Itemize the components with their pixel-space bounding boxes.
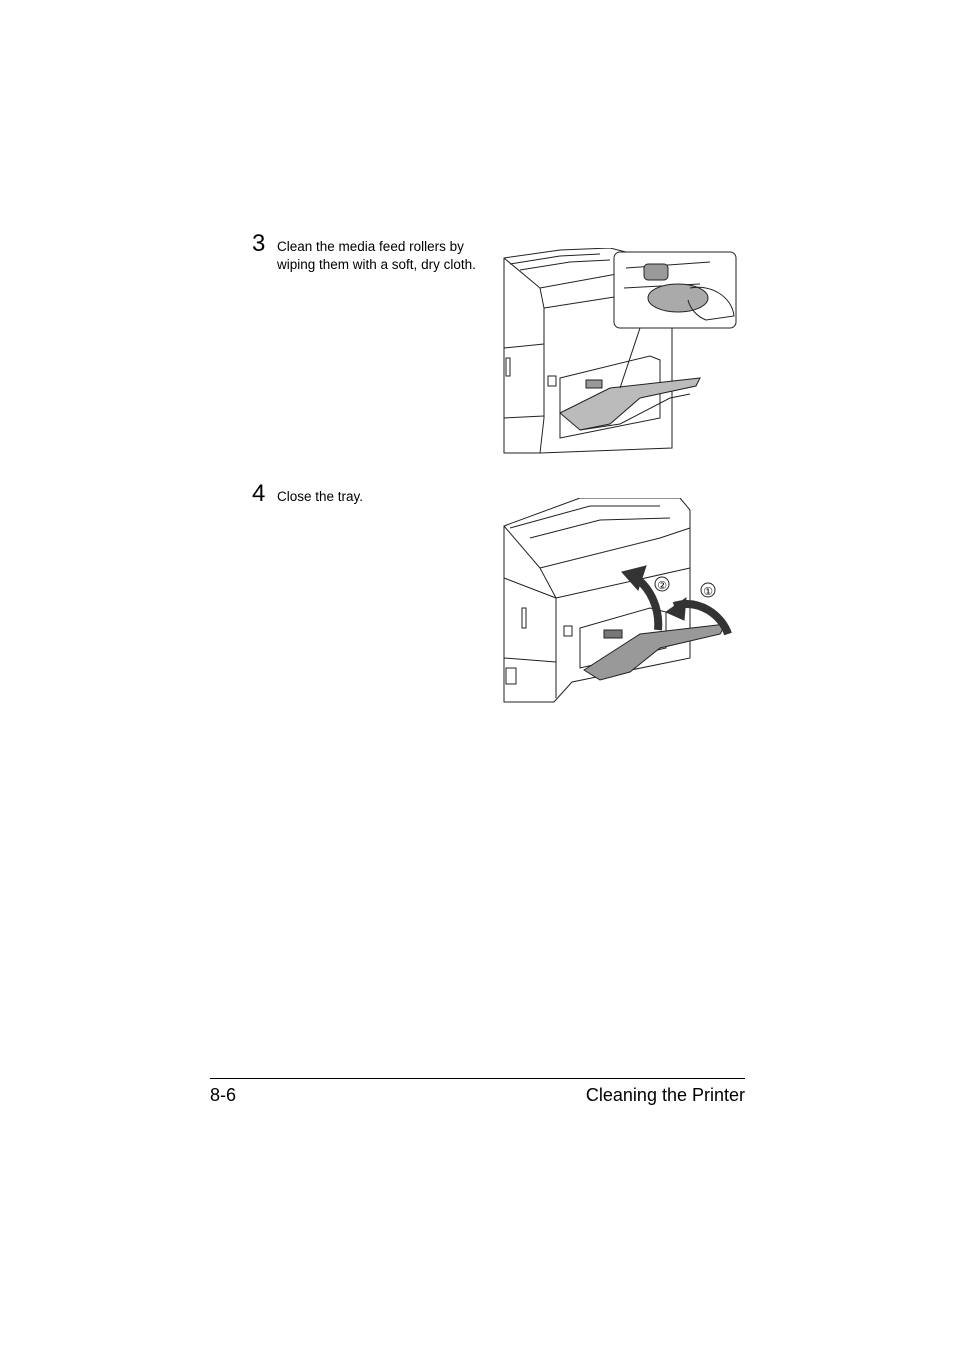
callout-2: ② <box>657 579 667 592</box>
footer-page-number: 8-6 <box>210 1085 237 1105</box>
step-3-text: Clean the media feed rollers by wiping t… <box>277 239 476 272</box>
footer-divider <box>210 1078 745 1079</box>
step-4-text: Close the tray. <box>277 489 364 504</box>
printer-close-tray-illustration: ② ① <box>503 498 732 703</box>
step-4-number: 4 <box>252 480 266 507</box>
step-3-number: 3 <box>252 230 266 257</box>
printer-wipe-rollers-illustration <box>503 248 737 454</box>
footer-section-title: Cleaning the Printer <box>585 1085 745 1105</box>
callout-1: ① <box>703 585 713 598</box>
